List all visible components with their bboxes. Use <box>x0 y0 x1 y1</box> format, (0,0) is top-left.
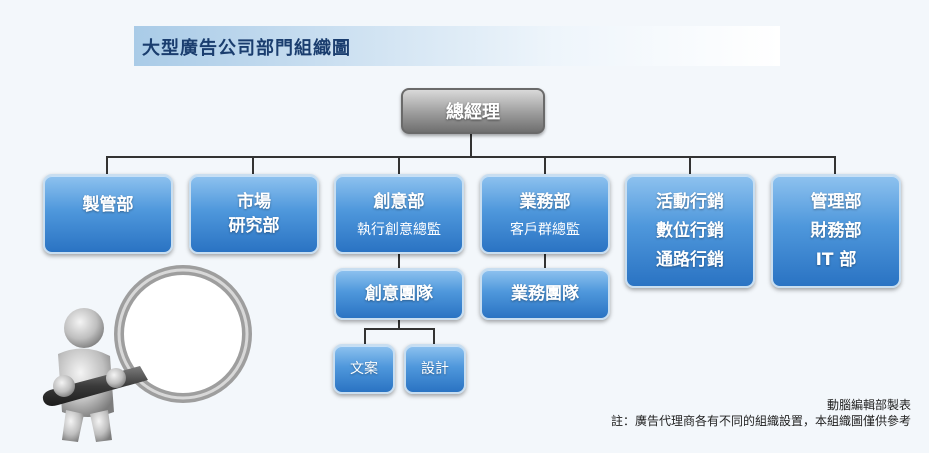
dept-account: 業務部 客戶群總監 <box>480 174 610 254</box>
team-label: 業務團隊 <box>511 283 579 304</box>
dept-label: 創意部 <box>373 191 425 212</box>
connector-creative-team <box>398 252 400 268</box>
creative-team-box: 創意團隊 <box>334 268 464 320</box>
ceo-box: 總經理 <box>401 88 545 134</box>
connector-dept-3 <box>398 156 400 174</box>
footer-credit: 動腦編輯部製表 <box>826 398 911 412</box>
magnifier-figure-illustration <box>42 265 252 442</box>
connector-horizontal <box>106 156 834 158</box>
dept-market-research: 市場 研究部 <box>189 174 319 254</box>
connector-dept-1 <box>106 156 108 174</box>
dept-subtitle: 客戶群總監 <box>510 221 580 238</box>
dept-label: 數位行銷 <box>656 220 724 241</box>
connector-copywriting <box>364 328 366 344</box>
ceo-label: 總經理 <box>446 102 500 123</box>
dept-administration: 管理部 財務部 IT 部 <box>771 174 901 288</box>
team-label: 設計 <box>421 360 449 377</box>
team-label: 文案 <box>350 360 378 377</box>
dept-label: 研究部 <box>228 216 280 236</box>
connector-ceo-down <box>470 131 472 157</box>
dept-label: IT 部 <box>815 249 857 270</box>
connector-creative-split <box>364 328 435 330</box>
connector-dept-2 <box>252 156 254 174</box>
dept-label: 市場 <box>237 192 271 212</box>
team-label: 創意團隊 <box>365 283 433 304</box>
connector-design <box>433 328 435 344</box>
connector-creative-down <box>398 319 400 329</box>
dept-production-management: 製管部 <box>43 174 173 254</box>
dept-label: 財務部 <box>810 220 862 241</box>
design-box: 設計 <box>404 344 466 394</box>
connector-dept-5 <box>689 156 691 174</box>
connector-dept-6 <box>834 156 836 174</box>
copywriting-box: 文案 <box>333 344 395 394</box>
footer-note: 註：廣告代理商各有不同的組織設置，本組織圖僅供參考 <box>610 414 911 428</box>
title-banner <box>134 26 780 66</box>
dept-subtitle: 執行創意總監 <box>357 221 441 238</box>
sales-team-box: 業務團隊 <box>480 268 610 320</box>
dept-label: 管理部 <box>810 191 862 212</box>
dept-label: 活動行銷 <box>656 191 724 212</box>
dept-label: 製管部 <box>82 195 134 215</box>
dept-label: 業務部 <box>519 191 571 212</box>
dept-label: 通路行銷 <box>656 249 724 270</box>
dept-creative: 創意部 執行創意總監 <box>334 174 464 254</box>
connector-dept-4 <box>544 156 546 174</box>
dept-marketing: 活動行銷 數位行銷 通路行銷 <box>625 174 755 288</box>
connector-sales-team <box>544 252 546 268</box>
page-title: 大型廣告公司部門組織圖 <box>142 38 351 59</box>
